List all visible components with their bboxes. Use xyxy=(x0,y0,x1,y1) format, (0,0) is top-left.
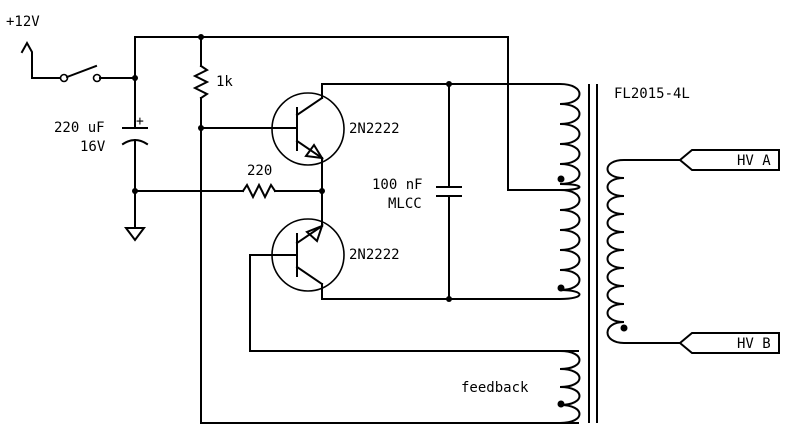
mlcc-type-label: MLCC xyxy=(388,196,422,212)
hv-a-terminal: HV A xyxy=(678,149,780,171)
feedback-label: feedback xyxy=(461,380,529,396)
transistor-bottom-label: 2N2222 xyxy=(349,247,400,263)
hv-a-label: HV A xyxy=(737,153,771,169)
primary-coil xyxy=(540,83,581,300)
resistor-220: 220 xyxy=(134,163,323,200)
ground-symbol xyxy=(124,190,146,242)
resistor-1k-label: 1k xyxy=(216,74,233,90)
transistor-bottom: 2N2222 xyxy=(249,190,400,300)
power-switch xyxy=(59,64,136,83)
secondary-coil xyxy=(606,159,680,344)
cap-value-label: 220 uF xyxy=(54,120,105,136)
feedback-coil: feedback xyxy=(461,350,581,424)
hv-b-terminal: HV B xyxy=(678,332,780,354)
resistor-1k: 1k xyxy=(192,36,233,129)
hv-b-label: HV B xyxy=(737,336,771,352)
transformer-core: FL2015-4L xyxy=(588,84,690,423)
bottom-return-wire xyxy=(200,127,579,424)
mlcc-value-label: 100 nF xyxy=(372,177,423,193)
feedback-wire xyxy=(249,254,579,352)
top-rail-wire xyxy=(134,36,541,191)
resistor-220-label: 220 xyxy=(247,163,272,179)
capacitor-220uf: + 220 uF 16V xyxy=(54,77,149,192)
transformer-label: FL2015-4L xyxy=(614,86,690,102)
supply-label: +12V xyxy=(6,14,40,30)
cap-polarity-mark: + xyxy=(136,114,144,129)
cap-voltage-label: 16V xyxy=(80,139,106,155)
transistor-top-label: 2N2222 xyxy=(349,121,400,137)
supply-terminal: +12V xyxy=(6,14,61,79)
transistor-top: 2N2222 xyxy=(271,83,400,192)
capacitor-100nf: 100 nF MLCC xyxy=(372,83,462,300)
